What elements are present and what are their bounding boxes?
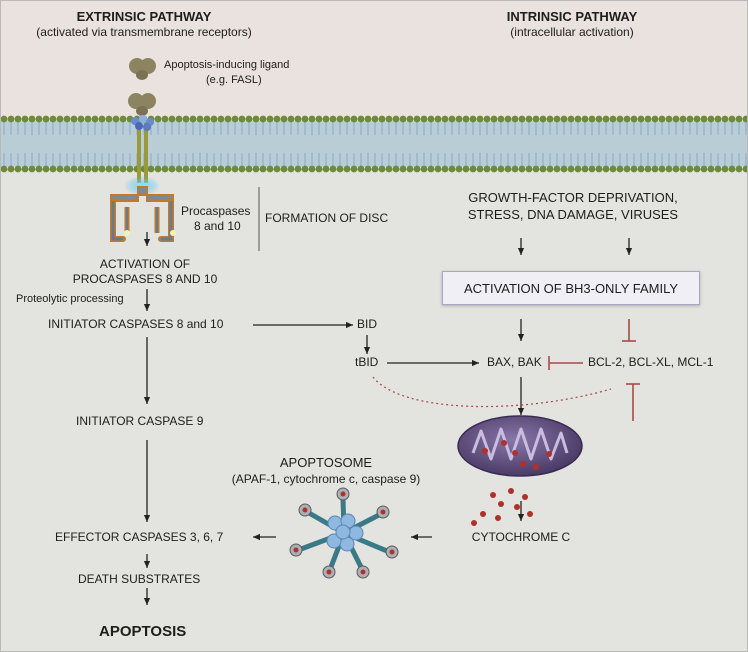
intrinsic-subtitle: (intracellular activation) xyxy=(510,25,634,39)
effector-caspases: EFFECTOR CASPASES 3, 6, 7 xyxy=(55,530,224,544)
apoptosome-title: APOPTOSOME xyxy=(279,455,373,470)
intrinsic-title: INTRINSIC PATHWAY xyxy=(506,9,638,24)
death-receptor-icon xyxy=(110,115,174,202)
stimuli-line-2: STRESS, DNA DAMAGE, VIRUSES xyxy=(467,207,679,222)
apoptosome-components: (APAF-1, cytochrome c, caspase 9) xyxy=(231,472,421,486)
extrinsic-title: EXTRINSIC PATHWAY xyxy=(76,9,212,24)
bcl2-family-label: BCL-2, BCL-XL, MCL-1 xyxy=(588,355,714,369)
bh3-only-family-box: ACTIVATION OF BH3-ONLY FAMILY xyxy=(442,271,700,305)
activation-procaspases-label: PROCASPASES 8 AND 10 xyxy=(72,272,218,286)
inhibition-lines xyxy=(372,319,640,421)
intrinsic-arrows xyxy=(517,238,633,521)
bax-bak-label: BAX, BAK xyxy=(487,355,542,369)
initiator-caspase-9: INITIATOR CASPASE 9 xyxy=(76,414,204,428)
extrinsic-arrows xyxy=(143,232,479,605)
ligand-label: Apoptosis-inducing ligand xyxy=(164,59,290,71)
cell-membrane xyxy=(1,115,747,173)
disc-label: FORMATION OF DISC xyxy=(265,211,389,225)
apoptosome-icon xyxy=(289,487,399,579)
mitochondrion-icon xyxy=(457,415,583,477)
cytochrome-c-label: CYTOCHROME C xyxy=(471,530,571,544)
apoptosis-label: APOPTOSIS xyxy=(99,623,187,640)
activation-label: ACTIVATION OF xyxy=(99,257,191,271)
proteolytic-label: Proteolytic processing xyxy=(16,293,124,305)
initiator-caspases-8-10: INITIATOR CASPASES 8 and 10 xyxy=(48,317,224,331)
extrinsic-subtitle: (activated via transmembrane receptors) xyxy=(36,25,252,39)
ligand-icon xyxy=(128,58,156,116)
procaspases-label: Procaspases xyxy=(181,204,251,218)
stimuli-line-1: GROWTH-FACTOR DEPRIVATION, xyxy=(468,190,678,205)
ligand-example: (e.g. FASL) xyxy=(206,74,262,86)
bid-label: BID xyxy=(357,317,378,331)
procaspases-numbers: 8 and 10 xyxy=(194,219,241,233)
tbid-label: tBID xyxy=(355,355,379,369)
death-substrates: DEATH SUBSTRATES xyxy=(78,572,201,586)
cytochrome-c-icon xyxy=(471,488,533,526)
procaspase-icon xyxy=(110,198,176,242)
